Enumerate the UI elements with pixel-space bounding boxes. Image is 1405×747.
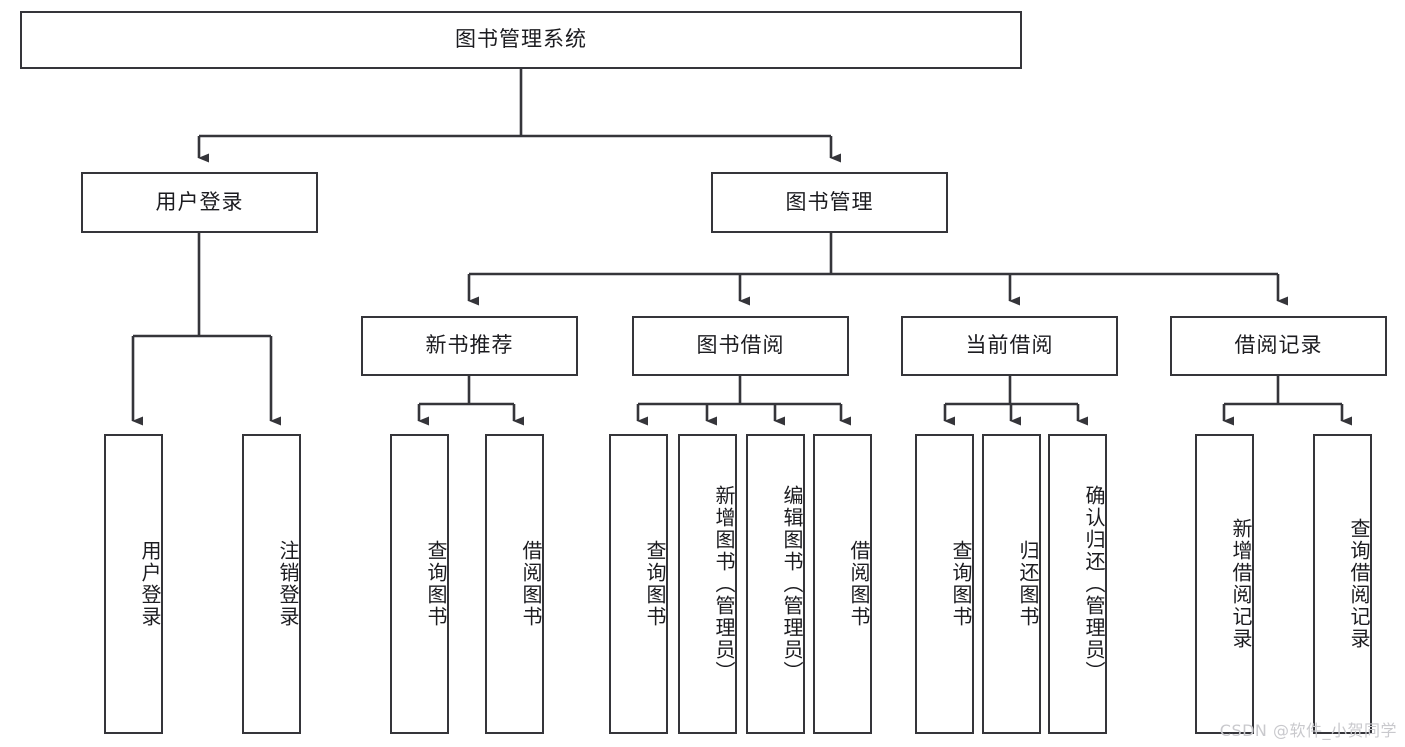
leaf-user-login-logout[interactable]: 注销登录 — [242, 434, 301, 734]
node-book-borrow-label: 图书借阅 — [696, 333, 785, 358]
node-user-login[interactable]: 用户登录 — [81, 172, 318, 233]
leaf-label: 借阅图书 — [519, 540, 543, 628]
leaf-label: 借阅图书 — [847, 540, 871, 628]
leaf-label: 归还图书 — [1016, 540, 1040, 628]
node-current-borrow-label: 当前借阅 — [965, 333, 1054, 358]
leaf-label: 查询图书 — [643, 540, 667, 628]
leaf-label: 新增借阅记录 — [1229, 518, 1253, 650]
node-borrow-record-label: 借阅记录 — [1234, 333, 1323, 358]
node-book-management-label: 图书管理 — [785, 189, 874, 214]
leaf-book-borrow-add-book-admin[interactable]: 新增图书（管理员） — [678, 434, 737, 734]
leaf-borrow-record-add-record[interactable]: 新增借阅记录 — [1195, 434, 1254, 734]
csdn-watermark: CSDN @软件_小贺同学 — [1219, 721, 1397, 740]
node-new-book-recommend-label: 新书推荐 — [425, 333, 514, 358]
leaf-label: 确认归还（管理员） — [1082, 485, 1106, 683]
leaf-new-book-borrow-book[interactable]: 借阅图书 — [485, 434, 544, 734]
node-root-label: 图书管理系统 — [455, 27, 587, 52]
leaf-label: 新增图书（管理员） — [712, 485, 736, 683]
leaf-new-book-query-book[interactable]: 查询图书 — [390, 434, 449, 734]
leaf-label: 查询图书 — [949, 540, 973, 628]
leaf-label: 注销登录 — [276, 540, 300, 628]
node-borrow-record[interactable]: 借阅记录 — [1170, 316, 1387, 376]
node-root-book-management-system[interactable]: 图书管理系统 — [20, 11, 1022, 69]
leaf-current-borrow-confirm-return-admin[interactable]: 确认归还（管理员） — [1048, 434, 1107, 734]
leaf-borrow-record-query-record[interactable]: 查询借阅记录 — [1313, 434, 1372, 734]
leaf-book-borrow-query-book[interactable]: 查询图书 — [609, 434, 668, 734]
node-book-borrow[interactable]: 图书借阅 — [632, 316, 849, 376]
node-book-management[interactable]: 图书管理 — [711, 172, 948, 233]
leaf-label: 查询图书 — [424, 540, 448, 628]
node-user-login-label: 用户登录 — [155, 189, 244, 214]
leaf-current-borrow-query-book[interactable]: 查询图书 — [915, 434, 974, 734]
leaf-label: 查询借阅记录 — [1347, 518, 1371, 650]
node-current-borrow[interactable]: 当前借阅 — [901, 316, 1118, 376]
node-new-book-recommend[interactable]: 新书推荐 — [361, 316, 578, 376]
leaf-user-login-login[interactable]: 用户登录 — [104, 434, 163, 734]
leaf-label: 用户登录 — [138, 540, 162, 628]
leaf-book-borrow-borrow-book[interactable]: 借阅图书 — [813, 434, 872, 734]
leaf-book-borrow-edit-book-admin[interactable]: 编辑图书（管理员） — [746, 434, 805, 734]
leaf-label: 编辑图书（管理员） — [780, 485, 804, 683]
leaf-current-borrow-return-book[interactable]: 归还图书 — [982, 434, 1041, 734]
